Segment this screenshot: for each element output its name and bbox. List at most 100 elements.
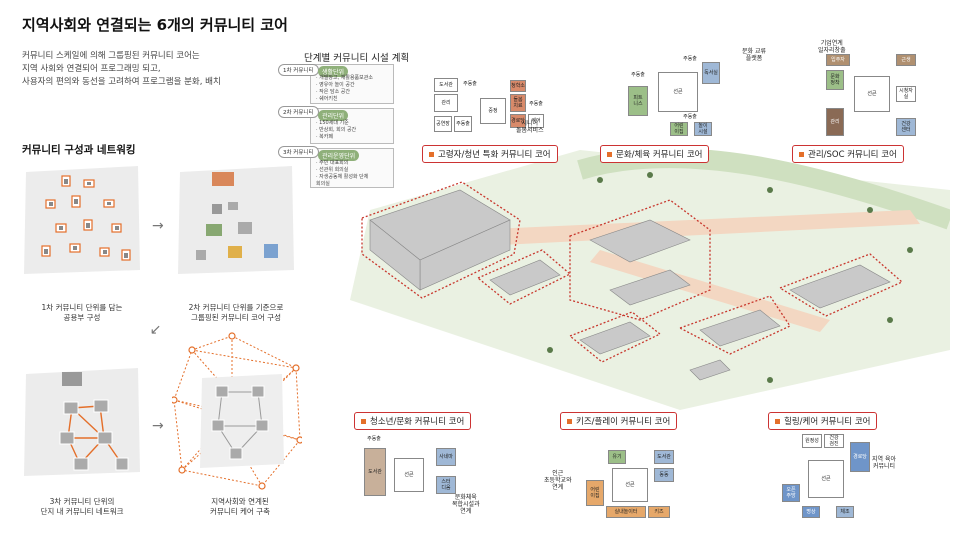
room: 경로당	[850, 442, 870, 472]
room: 도서관	[654, 450, 674, 464]
stage-item: · 작은 담소 공간	[316, 89, 350, 95]
room: 주동출	[680, 112, 700, 122]
room: 도서관	[364, 448, 386, 496]
intro-text: 커뮤니티 스케일에 의해 그룹핑된 커뮤니티 코어는 지역 사회와 연결되어 프…	[22, 50, 282, 89]
core-label-senior-youth: 고령자/청년 특화 커뮤니티 코어	[422, 145, 558, 163]
room: 주동출	[628, 70, 648, 80]
room: 입주자	[826, 54, 850, 66]
network-diagram-1	[24, 166, 140, 274]
stage-items-3: · 주민 대표회의 · 선관위 회의실 · 자생공동체 활성화 단체 회의실	[316, 160, 368, 188]
intro-line: 사용자의 편의와 동선을 고려하여 프로그램을 분화, 배치	[22, 77, 221, 87]
core-label-teen-culture: 청소년/문화 커뮤니티 코어	[354, 412, 472, 430]
room: 선큰	[658, 72, 698, 112]
stage-item: · 쉐어키친	[316, 96, 338, 102]
room: 청학소	[510, 80, 526, 92]
stage-item: · 영유아 놀이 공간	[316, 82, 355, 88]
intro-line: 지역 사회와 연결되어 프로그래밍 되고,	[22, 64, 161, 74]
network-diagram-3	[24, 368, 140, 476]
stage-item: · 자생공동체 활성화 단체	[316, 174, 369, 180]
stage-items-2: · 150세대 기준 · 반상회, 회의 공간 · 복카페	[316, 120, 356, 141]
stage-tag-2: 2차 커뮤니티	[278, 106, 319, 118]
stage-item: · 복카페	[316, 134, 333, 140]
room: 선큰	[808, 460, 844, 498]
room: 케어	[528, 114, 544, 128]
room: 경로당	[510, 114, 526, 128]
stage-head-3: 관리운영단위	[318, 150, 360, 161]
room: 주동출	[364, 434, 384, 444]
network-diagram-2	[178, 166, 294, 274]
room: 주동출	[528, 98, 544, 110]
stage-item: · 150세대 기준	[316, 120, 349, 126]
network-heading: 커뮤니티 구성과 네트워킹	[22, 144, 136, 156]
stage-item: · 선관위 회의실	[316, 167, 349, 173]
room: 관리	[826, 108, 844, 136]
room: 공연장	[434, 116, 452, 132]
stage-items-1: · 개별창고, 재활용품보관소 · 영유아 놀이 공간 · 작은 담소 공간 ·…	[316, 75, 373, 103]
site-axonometric	[350, 150, 950, 410]
room: 관리	[434, 94, 458, 112]
room: 선큰	[612, 468, 648, 502]
stage-head-2: 관리단위	[318, 110, 349, 121]
room: 실내놀이터	[606, 506, 646, 518]
intro-line: 커뮤니티 스케일에 의해 그룹핑된 커뮤니티 코어는	[22, 51, 200, 61]
room: 원정성	[802, 434, 822, 448]
room: 근생	[896, 54, 916, 66]
stage-item: 회의실	[316, 181, 330, 187]
core-label-healing-care: 힐링/케어 커뮤니티 코어	[768, 412, 878, 430]
stage-tag-1: 1차 커뮤니티	[278, 64, 319, 76]
stage-item: · 개별창고, 재활용품보관소	[316, 75, 373, 81]
room: 유기	[608, 450, 626, 464]
core-label-management-soc: 관리/SOC 커뮤니티 코어	[792, 145, 904, 163]
room: 명상	[802, 506, 820, 518]
stage-item: · 주민 대표회의	[316, 160, 349, 166]
arrow-right-icon: →	[152, 218, 164, 234]
arrow-right-icon: →	[152, 418, 164, 434]
room: 선큰	[854, 76, 890, 112]
room: 키즈	[648, 506, 670, 518]
network-diagram-4	[172, 332, 302, 490]
room: 독서실	[702, 62, 720, 84]
stage-item: · 반상회, 회의 공간	[316, 127, 357, 133]
page-title: 지역사회와 연결되는 6개의 커뮤니티 코어	[22, 16, 288, 34]
stage-tag-3: 3차 커뮤니티	[278, 146, 319, 158]
room: 중정	[480, 98, 506, 124]
room: 주동출	[680, 54, 700, 64]
room: 체조	[836, 506, 854, 518]
room: 사네마	[436, 448, 456, 466]
stage-head-1: 생활단위	[318, 66, 349, 77]
arrow-down-left-icon: ←	[146, 320, 166, 340]
room: 도서관	[434, 78, 458, 92]
core-label-kids-play: 키즈/플레이 커뮤니티 코어	[560, 412, 678, 430]
core-label-culture-sports: 문화/체육 커뮤니티 코어	[600, 145, 710, 163]
room: 동동	[654, 468, 674, 482]
plan-title: 단계별 커뮤니티 시설 계획	[304, 53, 410, 64]
room: 주동출	[454, 116, 472, 132]
room: 주동출	[460, 78, 480, 90]
